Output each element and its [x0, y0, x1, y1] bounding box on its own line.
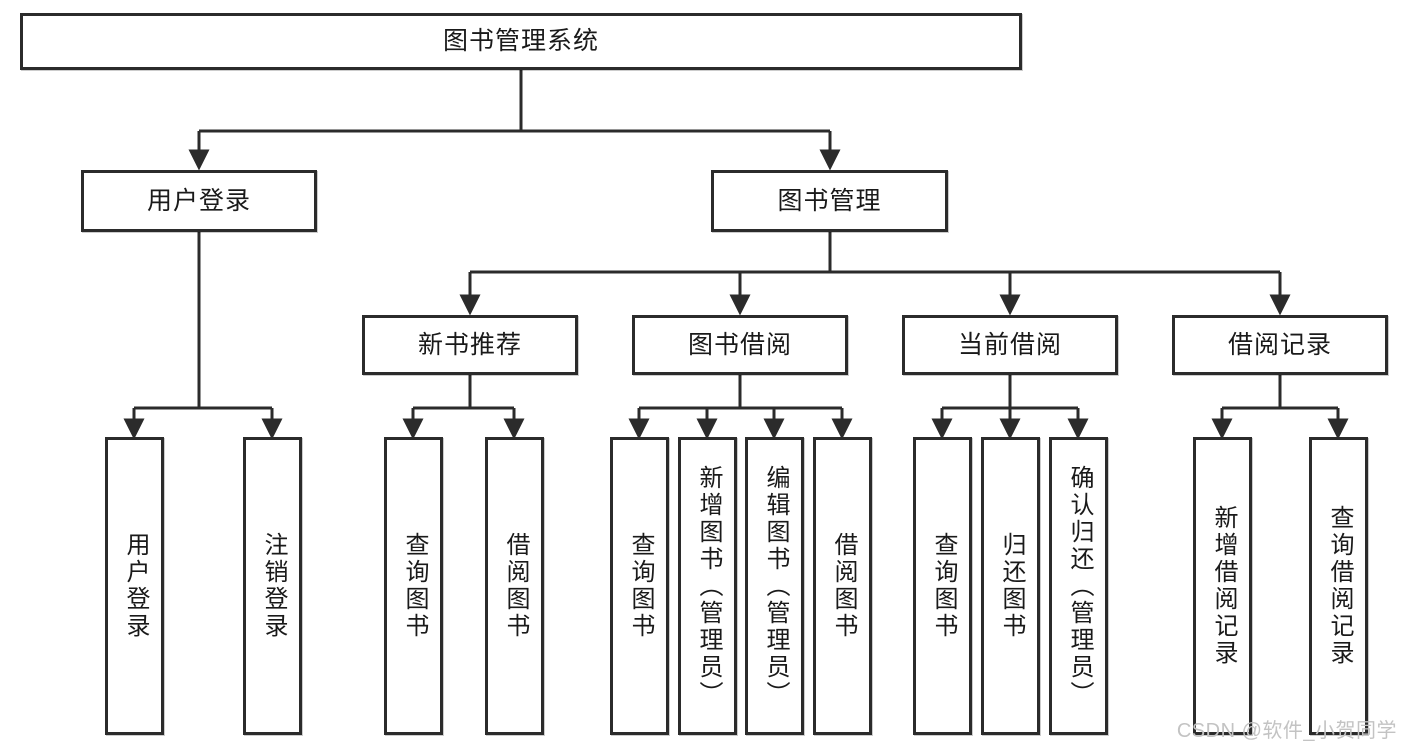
node-leaf-add-record-label: 新增借阅记录 — [1209, 505, 1237, 667]
node-leaf-add-book-label: 新增图书（管理员） — [694, 464, 722, 708]
node-leaf-confirm-return[interactable]: 确认归还（管理员） — [1049, 437, 1108, 735]
node-leaf-borrow-book-2-label: 借阅图书 — [829, 532, 857, 640]
node-leaf-query-book-1-label: 查询图书 — [400, 532, 428, 640]
node-user-login-label: 用户登录 — [146, 186, 251, 215]
node-book-manage-label: 图书管理 — [777, 186, 882, 215]
node-leaf-query-record-label: 查询借阅记录 — [1325, 505, 1353, 667]
node-root-label: 图书管理系统 — [442, 27, 599, 56]
node-current-borrow[interactable]: 当前借阅 — [902, 315, 1118, 375]
node-leaf-borrow-book-2[interactable]: 借阅图书 — [813, 437, 872, 735]
node-current-borrow-label: 当前借阅 — [957, 330, 1062, 359]
node-root[interactable]: 图书管理系统 — [20, 13, 1022, 70]
node-leaf-return-book-label: 归还图书 — [997, 532, 1025, 640]
node-leaf-query-book-1[interactable]: 查询图书 — [384, 437, 443, 735]
node-book-borrow-label: 图书借阅 — [687, 330, 792, 359]
node-book-borrow[interactable]: 图书借阅 — [632, 315, 848, 375]
node-new-book-rec[interactable]: 新书推荐 — [362, 315, 578, 375]
node-leaf-query-record[interactable]: 查询借阅记录 — [1309, 437, 1368, 735]
node-user-login[interactable]: 用户登录 — [81, 170, 317, 232]
node-leaf-user-login[interactable]: 用户登录 — [105, 437, 164, 735]
node-leaf-confirm-return-label: 确认归还（管理员） — [1065, 464, 1093, 708]
node-leaf-return-book[interactable]: 归还图书 — [981, 437, 1040, 735]
node-leaf-edit-book-label: 编辑图书（管理员） — [761, 464, 789, 708]
node-leaf-user-logout-label: 注销登录 — [259, 532, 287, 640]
node-leaf-query-book-2[interactable]: 查询图书 — [610, 437, 669, 735]
node-leaf-query-book-3[interactable]: 查询图书 — [913, 437, 972, 735]
node-new-book-rec-label: 新书推荐 — [417, 330, 522, 359]
node-leaf-add-record[interactable]: 新增借阅记录 — [1193, 437, 1252, 735]
csdn-watermark: CSDN @软件_小贺同学 — [1176, 720, 1397, 742]
node-leaf-edit-book[interactable]: 编辑图书（管理员） — [745, 437, 804, 735]
node-leaf-add-book[interactable]: 新增图书（管理员） — [678, 437, 737, 735]
node-leaf-user-login-label: 用户登录 — [121, 532, 149, 640]
node-leaf-query-book-2-label: 查询图书 — [626, 532, 654, 640]
node-borrow-record-label: 借阅记录 — [1227, 330, 1332, 359]
node-leaf-query-book-3-label: 查询图书 — [929, 532, 957, 640]
node-leaf-user-logout[interactable]: 注销登录 — [243, 437, 302, 735]
node-book-manage[interactable]: 图书管理 — [711, 170, 948, 232]
node-leaf-borrow-book-1[interactable]: 借阅图书 — [485, 437, 544, 735]
node-leaf-borrow-book-1-label: 借阅图书 — [501, 532, 529, 640]
node-borrow-record[interactable]: 借阅记录 — [1172, 315, 1388, 375]
